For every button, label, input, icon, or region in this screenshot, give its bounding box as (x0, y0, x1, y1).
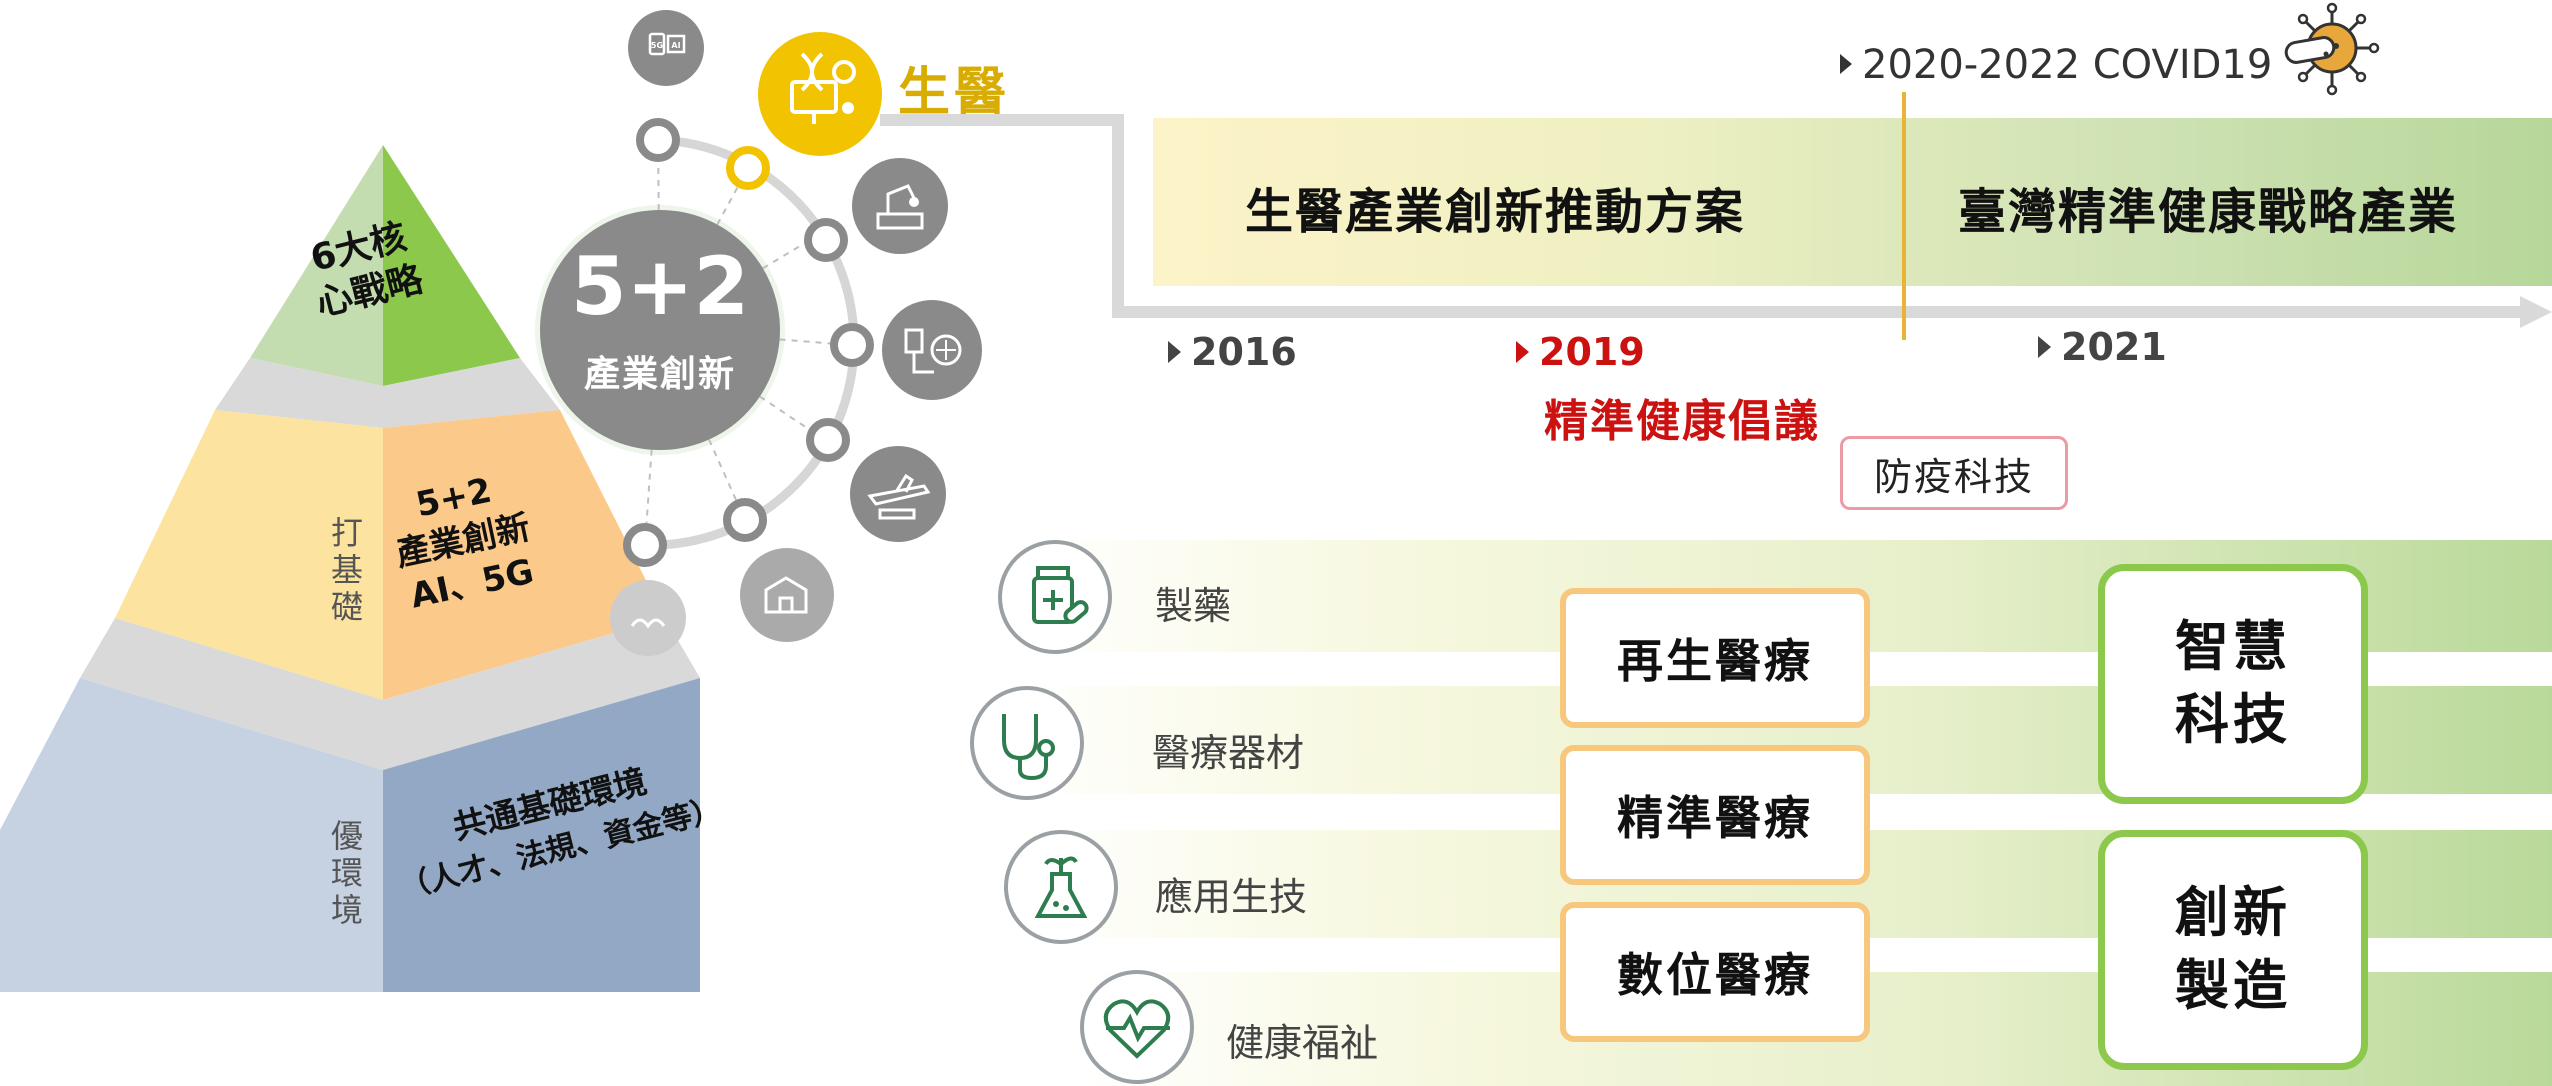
circular-economy-icon (740, 548, 834, 642)
covid-label-text: 2020-2022 COVID19 (1862, 42, 2273, 88)
medical-device-icon (970, 686, 1084, 800)
category-medical-device: 醫療器材 (1152, 731, 1305, 775)
health-welfare-icon (1080, 970, 1194, 1084)
year-2016-text: 2016 (1191, 330, 1297, 374)
pyramid-middle-side-label: 打基礎 (330, 514, 363, 626)
hub-subtitle: 產業創新 (583, 354, 736, 395)
virus-icon (2284, 2, 2380, 96)
precision-health-initiative-label: 精準健康倡議 (1544, 396, 1820, 447)
smart-technology-box: 智慧 科技 (2098, 564, 2368, 804)
green-energy-icon (882, 300, 982, 400)
year-2016: 2016 (1168, 330, 1297, 374)
pharmaceutical-icon (998, 540, 1112, 654)
innovative-manufacturing-box: 創新 製造 (2098, 830, 2368, 1070)
innovative-manufacturing-line-2: 製造 (2175, 954, 2291, 1017)
year-2019-text: 2019 (1539, 330, 1645, 374)
strategy-pyramid (0, 145, 700, 992)
covid-tag: 防疫科技 (1840, 436, 2068, 510)
svg-text:AI: AI (671, 41, 680, 50)
digital-medicine-box: 數位醫療 (1560, 902, 1870, 1042)
innovative-manufacturing-line-1: 創新 (2175, 881, 2291, 945)
band-title-right: 臺灣精準健康戰略產業 (1958, 184, 2459, 240)
precision-medicine-box: 精準醫療 (1560, 745, 1870, 885)
year-2021-text: 2021 (2061, 325, 2167, 369)
biomed-dna-icon (758, 32, 882, 156)
svg-text:5G: 5G (651, 41, 663, 50)
regenerative-medicine-box: 再生醫療 (1560, 588, 1870, 728)
applied-biotech-icon (1004, 830, 1118, 944)
5g-ai-chip-icon: 5G AI (628, 10, 704, 86)
covid-label: 2020-2022 COVID19 (1840, 42, 2272, 88)
category-pharmaceutical: 製藥 (1155, 584, 1232, 628)
year-2019: 2019 (1516, 330, 1645, 374)
category-health-welfare: 健康福祉 (1226, 1021, 1379, 1065)
smart-technology-line-2: 科技 (2175, 688, 2291, 751)
agriculture-icon (610, 580, 686, 656)
defense-aerospace-icon (850, 446, 946, 542)
hub-title: 5+2 (570, 240, 750, 333)
smart-machinery-icon (852, 158, 948, 254)
smart-technology-line-1: 智慧 (2175, 615, 2291, 679)
highlight-label-biomed: 生醫 (898, 63, 1011, 123)
category-applied-biotech: 應用生技 (1155, 875, 1308, 919)
timeline-axis (880, 92, 2552, 340)
year-2021: 2021 (2038, 325, 2167, 369)
industry-hub-diagram (535, 118, 874, 567)
pyramid-bottom-side-label: 優環境 (330, 817, 363, 929)
band-title-left: 生醫產業創新推動方案 (1245, 184, 1746, 240)
